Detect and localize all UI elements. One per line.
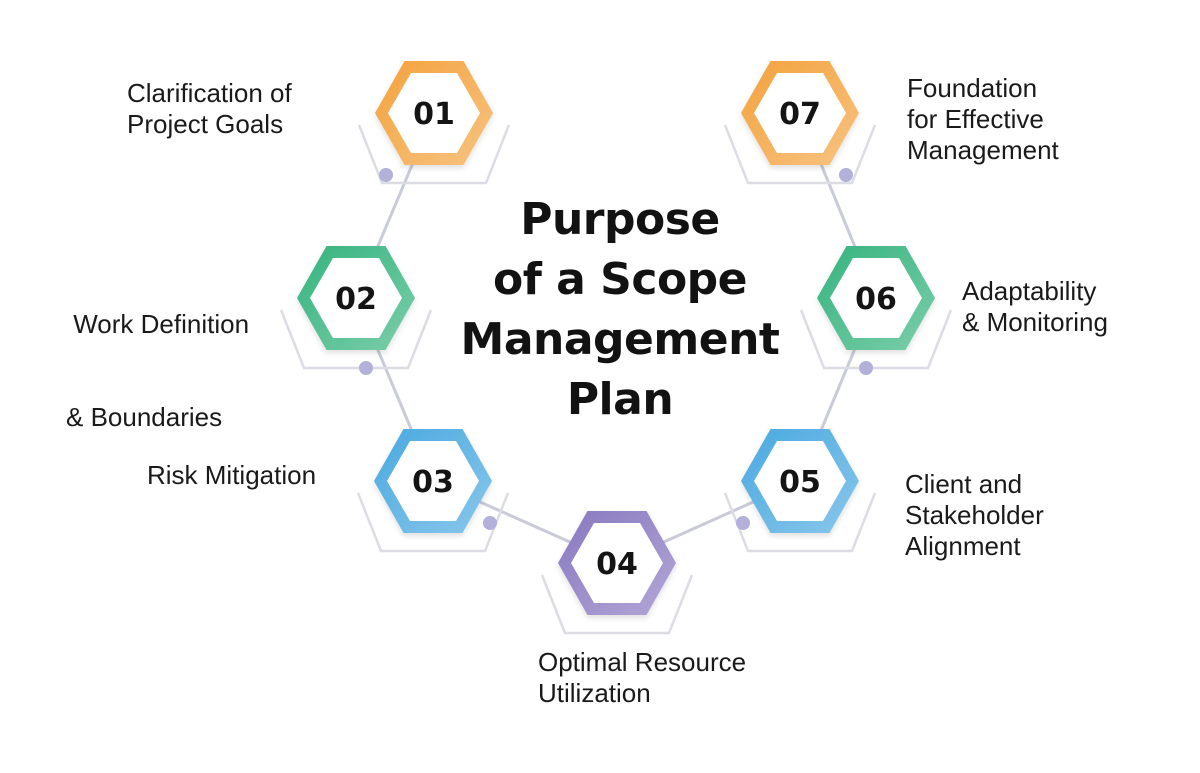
- item-label-06: Adaptability & Monitoring: [962, 276, 1108, 337]
- step-hexagon-07: 07: [723, 61, 877, 185]
- step-number: 07: [779, 97, 821, 132]
- connector-dot: [483, 516, 497, 530]
- title-line-1: Purpose: [520, 194, 720, 245]
- connector-dot: [859, 361, 873, 375]
- step-number: 02: [335, 282, 377, 317]
- hexagon-inner: [387, 441, 479, 521]
- step-number: 04: [596, 547, 638, 582]
- hexagon-group: 01 02 03 04 05 06 07: [279, 61, 953, 635]
- step-hexagon-02: 02: [279, 246, 433, 370]
- step-hexagon-03: 03: [356, 429, 510, 553]
- connector-dot: [359, 361, 373, 375]
- diagram-title: Purpose of a Scope Management Plan: [420, 190, 820, 430]
- item-label-01: Clarification of Project Goals: [127, 78, 292, 139]
- hexagon-inner: [388, 73, 480, 153]
- step-hexagon-06: 06: [799, 246, 953, 370]
- connector-dot: [839, 168, 853, 182]
- connector-dot: [379, 168, 393, 182]
- hexagon-shadow-ledge: [540, 574, 694, 635]
- hexagon-inner: [571, 523, 663, 603]
- title-line-2: of a Scope: [492, 254, 748, 305]
- item-label-02: Work Definition & Boundaries: [66, 309, 250, 432]
- hexagon-inner: [754, 441, 846, 521]
- step-hexagon-05: 05: [723, 429, 877, 553]
- connector-dot: [736, 516, 750, 530]
- step-number: 01: [413, 97, 455, 132]
- step-number: 05: [779, 465, 821, 500]
- hexagon-inner: [310, 258, 402, 338]
- hexagon-inner: [754, 73, 846, 153]
- step-number: 03: [412, 465, 454, 500]
- hexagon-shadow-ledge: [723, 124, 877, 185]
- hexagon-shadow-ledge: [357, 124, 511, 185]
- step-hexagon-04: 04: [540, 511, 694, 635]
- step-hexagon-01: 01: [357, 61, 511, 185]
- item-label-07: Foundation for Effective Management: [907, 73, 1059, 165]
- connector-dots: [359, 168, 873, 530]
- item-label-03: Risk Mitigation: [147, 460, 317, 490]
- hexagon-shadow-ledge: [279, 309, 433, 370]
- title-line-4: Plan: [566, 374, 674, 425]
- item-label-04: Optimal Resource Utilization: [538, 647, 747, 708]
- hexagon-inner: [830, 258, 922, 338]
- hexagon-shadow-ledge: [799, 309, 953, 370]
- step-number: 06: [855, 282, 897, 317]
- title-line-3: Management: [460, 314, 780, 365]
- item-label-05: Client and Stakeholder Alignment: [905, 469, 1044, 561]
